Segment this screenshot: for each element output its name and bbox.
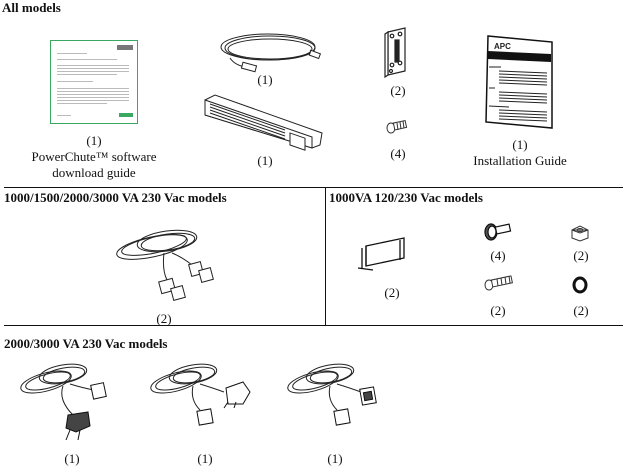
power-cord-icon: [116, 229, 214, 301]
item-caption: Installation Guide: [473, 153, 567, 168]
item-qty: (1): [512, 137, 528, 152]
section-title-230vac: 1000/1500/2000/3000 VA 230 Vac models: [4, 190, 227, 205]
section-divider: [4, 325, 623, 326]
washer-icon: [572, 276, 588, 294]
section-title-2000-3000: 2000/3000 VA 230 Vac models: [4, 336, 168, 351]
usb-cable-icon: [220, 33, 322, 73]
manual-icon: APC: [485, 35, 553, 129]
rail-bracket-icon: [357, 237, 405, 271]
section-title-1000va: 1000VA 120/230 Vac models: [329, 190, 483, 205]
item-qty: (2): [384, 285, 400, 300]
item-qty: (2): [156, 311, 172, 326]
bracket-icon: [384, 27, 406, 79]
document-card-icon: [50, 40, 138, 124]
cage-nut-icon: [571, 225, 589, 242]
power-cord-iec-icon: [287, 363, 377, 426]
item-qty: (2): [390, 83, 406, 98]
item-caption: PowerChute™ software: [31, 149, 157, 164]
item-qty: (1): [86, 133, 102, 148]
item-qty: (2): [490, 303, 506, 318]
brand-logo: APC: [494, 42, 511, 51]
bezel-icon: [204, 94, 323, 151]
item-qty: (2): [573, 248, 589, 263]
washer-screw-icon: [484, 223, 512, 241]
power-cord-uk-icon: [150, 363, 251, 426]
item-qty: (1): [64, 451, 80, 466]
power-cord-schuko-icon: [20, 363, 107, 441]
item-caption: download guide: [52, 165, 136, 180]
section-title-all-models: All models: [2, 0, 61, 15]
item-qty: (4): [390, 146, 406, 161]
screw-icon: [484, 275, 513, 291]
section-divider: [325, 187, 326, 325]
item-qty: (1): [327, 451, 343, 466]
item-qty: (1): [257, 153, 273, 168]
screw-icon: [386, 119, 408, 134]
item-qty: (1): [197, 451, 213, 466]
section-divider: [4, 187, 623, 188]
item-qty: (2): [573, 303, 589, 318]
item-qty: (4): [490, 248, 506, 263]
item-qty: (1): [257, 72, 273, 87]
